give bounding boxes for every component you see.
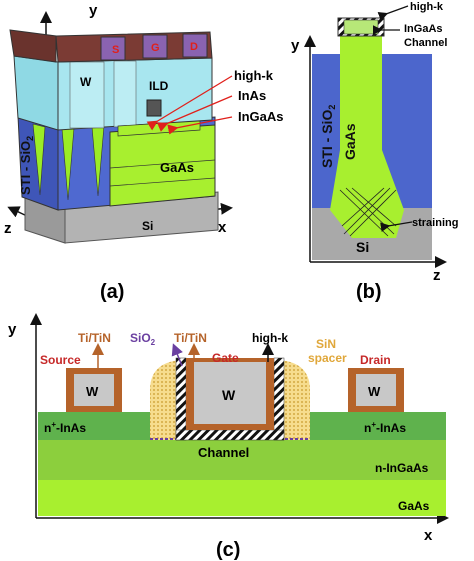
panel-c-channel-label: Channel: [198, 445, 249, 460]
panel-b-highk-pointer: [377, 5, 409, 21]
panel-c: y x W W W Ti/TiN Source SiO2: [8, 313, 449, 561]
panel-a-si-label: Si: [142, 219, 153, 233]
panel-c-drain-label: Drain: [360, 353, 391, 367]
panel-c-y-label: y: [8, 321, 17, 338]
panel-b-y-label: y: [291, 37, 300, 54]
panel-a-ingaas-arrow: [167, 116, 233, 135]
panel-c-gaas-layer: [38, 480, 446, 516]
panel-c-n-inas-left-label: n+-InAs: [44, 420, 86, 435]
panel-c-highk-left: [175, 357, 187, 441]
panel-a-x-label: x: [218, 219, 227, 236]
panel-a-cap-s-letter: S: [112, 44, 119, 56]
panel-a-y-label: y: [89, 2, 98, 19]
panel-b-z-label: z: [433, 267, 441, 284]
panel-a-w-label: W: [80, 75, 92, 89]
panel-b-si-label: Si: [356, 239, 369, 255]
panel-c-highk-label: high-k: [252, 331, 288, 345]
panel-a-ingaas-label: InGaAs: [238, 109, 284, 124]
panel-b: y z Si GaAs STI - SiO2 high-k InGaAs Cha…: [291, 1, 458, 303]
panel-b-straining-pointer: [380, 221, 413, 232]
panel-a-sti-label: STI - SiO2: [18, 136, 35, 195]
panel-a-z-label: z: [4, 220, 12, 237]
panel-c-n-inas-right-label: n+-InAs: [364, 420, 406, 435]
panel-a-cap-left-face: [9, 29, 57, 63]
panel-b-gaas-label: GaAs: [342, 123, 358, 160]
panel-c-highk-bottom: [175, 429, 285, 441]
panel-a-inas-arrow: [156, 95, 233, 132]
panel-a-cap-s: [100, 36, 126, 61]
panel-c-gate-w: [194, 362, 266, 424]
panel-a-inas-label: InAs: [238, 88, 266, 103]
panel-a-caption: (a): [100, 281, 124, 303]
panel-b-ingaas-channel: [343, 19, 379, 35]
panel-a-cap-g: [142, 34, 168, 59]
panel-c-highk-right: [273, 357, 285, 441]
panel-c-ningaas-label: n-InGaAs: [375, 461, 429, 475]
panel-b-channel-label-2: Channel: [404, 37, 447, 49]
panel-a-cap-front-face: [55, 31, 213, 63]
panel-b-sti-label: STI - SiO2: [319, 105, 337, 168]
panel-c-caption: (c): [216, 539, 240, 561]
panel-a-highk-label: high-k: [234, 68, 274, 83]
panel-a: y z x Si STI - SiO2 GaAs W ILD: [4, 2, 284, 303]
panel-c-sio2-arrow: [171, 343, 183, 367]
panel-c-gate-label: Gate: [212, 351, 239, 365]
panel-c-tin-left-label: Ti/TiN: [78, 331, 111, 345]
panel-b-highk-label: high-k: [410, 1, 444, 13]
panel-a-ild-label: ILD: [149, 79, 169, 93]
panel-c-tin-gate-label: Ti/TiN: [174, 331, 207, 345]
panel-a-cap-d-letter: D: [190, 41, 198, 53]
panel-c-spacer-right: [278, 360, 310, 440]
panel-c-spacer-label-2: spacer: [308, 351, 347, 365]
panel-c-source-w-label: W: [86, 384, 99, 399]
panel-b-straining-lines: [339, 187, 397, 237]
panel-b-channel-label-1: InGaAs: [404, 23, 443, 35]
panel-c-gaas-label: GaAs: [398, 499, 430, 513]
panel-b-gaas-trench: [330, 36, 404, 238]
panel-a-gate-metal: [146, 99, 162, 117]
panel-c-spacer-label-1: SiN: [316, 337, 336, 351]
panel-c-spacer-left: [150, 360, 182, 440]
panel-a-fin-1: [32, 123, 46, 196]
panel-c-source-label: Source: [40, 353, 81, 367]
panel-a-cap-g-letter: G: [151, 42, 160, 54]
panel-c-x-label: x: [424, 527, 433, 544]
panel-a-gaas-label: GaAs: [160, 160, 194, 175]
panel-c-ningaas-layer: [38, 440, 446, 480]
panel-c-source-w: [74, 374, 114, 406]
panel-b-straining-label: straining: [412, 217, 458, 229]
panel-a-cap-d: [182, 33, 208, 58]
panel-c-drain-w: [356, 374, 396, 406]
panel-c-sio2-label: SiO2: [130, 331, 156, 347]
panel-b-caption: (b): [356, 281, 382, 303]
panel-a-highk-arrow: [146, 75, 233, 131]
panel-c-gate-w-label: W: [222, 387, 236, 403]
panel-c-drain-w-label: W: [368, 384, 381, 399]
panel-a-ild-left-face: [13, 55, 59, 131]
